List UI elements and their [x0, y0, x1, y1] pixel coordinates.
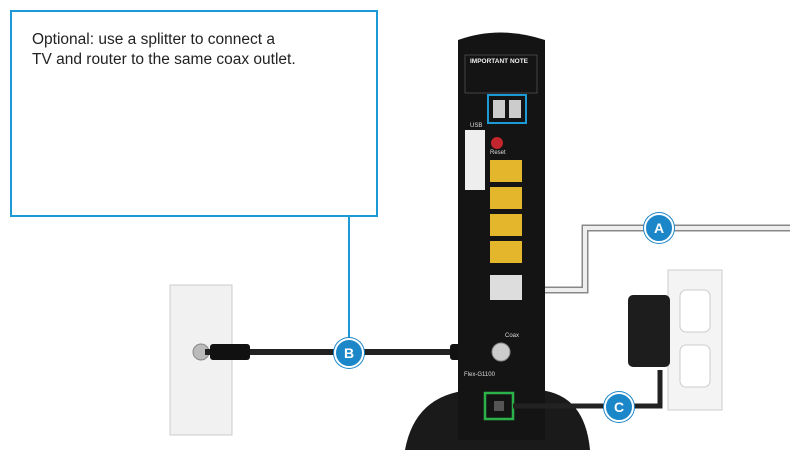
callout-text-line: Optional: use a splitter to connect a [32, 31, 275, 48]
power-cord [513, 370, 663, 409]
badge-b: B [334, 338, 364, 368]
badge-a: A [644, 213, 674, 243]
callout-text: Optional: use a splitter to connect a TV… [32, 30, 372, 70]
important-note-label: IMPORTANT NOTE [470, 58, 529, 65]
power-outlet [667, 269, 723, 411]
router [458, 32, 545, 440]
coax-port [491, 342, 511, 362]
wan-port [490, 275, 522, 300]
badge-c: C [604, 392, 634, 422]
callout-text-line: TV and router to the same coax outlet. [32, 51, 296, 68]
coax-label: Coax [505, 333, 520, 339]
ethernet-ports [490, 160, 522, 263]
model-label: Flex-G1100 [464, 372, 495, 378]
reset-button [491, 137, 503, 149]
usb-ports [487, 94, 527, 124]
reset-label: Reset [490, 150, 506, 156]
usb-label: USB [470, 123, 483, 129]
power-adapter [628, 295, 670, 367]
splitter-callout: Optional: use a splitter to connect a TV… [10, 10, 378, 217]
